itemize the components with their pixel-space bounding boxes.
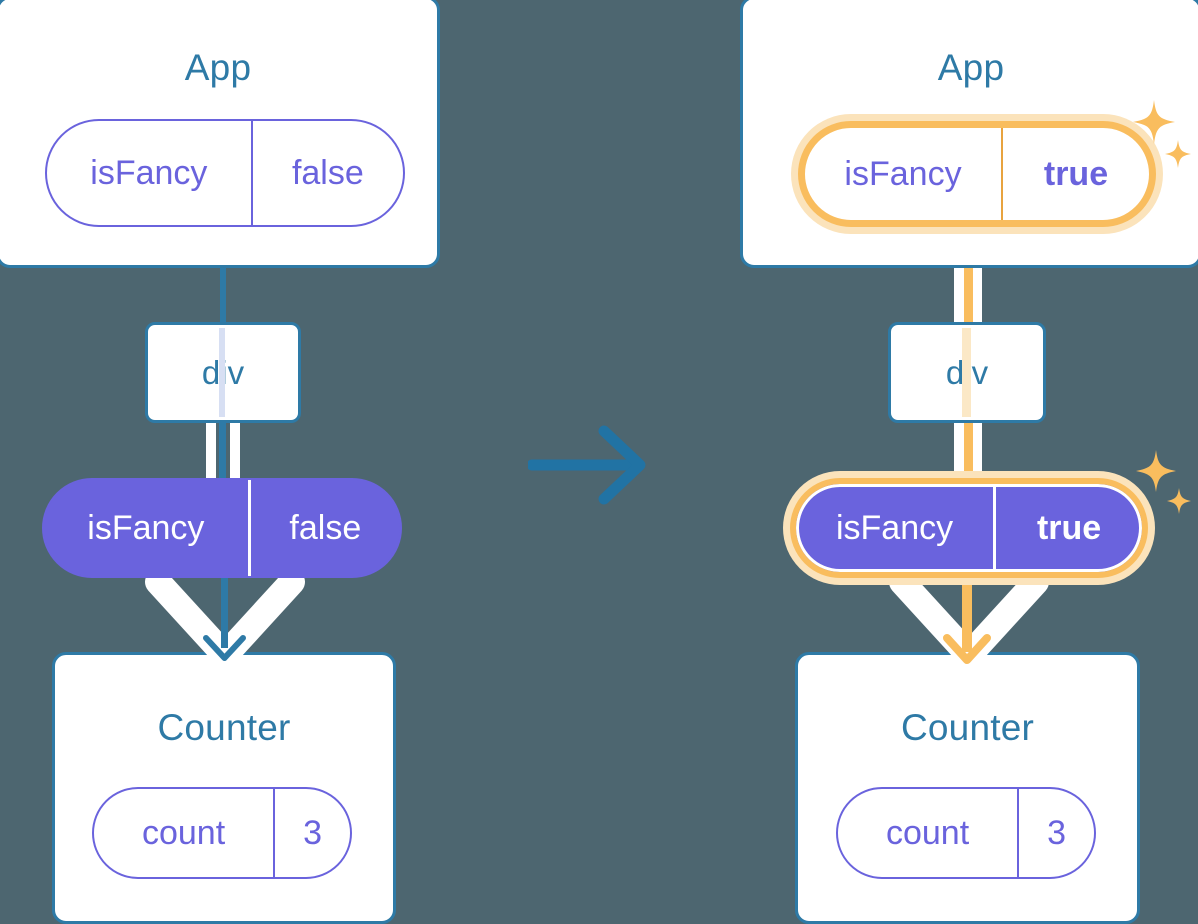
left-props-pill[interactable]: isFancy false: [42, 478, 402, 578]
left-counter-panel: Counter count 3: [52, 652, 396, 924]
left-counter-state-name: count: [141, 813, 226, 852]
right-counter-title: Counter: [900, 707, 1035, 748]
right-app-state-name: isFancy: [844, 154, 962, 193]
left-app-title: App: [184, 47, 252, 88]
left-props-value: false: [247, 480, 400, 576]
right-props-pill[interactable]: isFancy true: [790, 478, 1148, 578]
right-counter-state-value: 3: [1017, 789, 1094, 877]
left-app-state-value: false: [250, 121, 403, 225]
left-app-panel: App isFancy false: [0, 0, 440, 268]
left-props-flow-arrow: [203, 560, 246, 661]
right-div-inner-line: [962, 328, 971, 417]
right-props-sparkles-icon: [1136, 450, 1191, 514]
right-counter-state-name: count: [885, 813, 970, 852]
right-app-title: App: [937, 47, 1005, 88]
right-props-value: true: [993, 484, 1142, 572]
right-counter-state-pill[interactable]: count 3: [836, 787, 1096, 879]
right-counter-panel: Counter count 3: [795, 652, 1140, 924]
right-app-sparkles-icon: [1133, 100, 1191, 168]
left-app-state-pill[interactable]: isFancy false: [45, 119, 405, 227]
left-div-inner-line: [219, 328, 225, 417]
left-connector-app-to-div: [220, 255, 226, 335]
left-counter-title: Counter: [157, 707, 291, 748]
left-connector-div-to-props: [206, 420, 240, 492]
left-counter-state-pill[interactable]: count 3: [92, 787, 352, 879]
left-counter-state-value: 3: [273, 789, 350, 877]
right-app-panel: App isFancy true: [740, 0, 1198, 268]
right-props-flow-arrow: [943, 560, 991, 664]
left-props-name: isFancy: [87, 508, 205, 547]
left-app-state-name: isFancy: [90, 153, 208, 192]
transition-right-arrow-icon: [528, 425, 646, 505]
right-app-state-pill[interactable]: isFancy true: [798, 121, 1156, 227]
right-props-name: isFancy: [835, 508, 954, 547]
right-app-state-value: true: [1000, 128, 1149, 220]
